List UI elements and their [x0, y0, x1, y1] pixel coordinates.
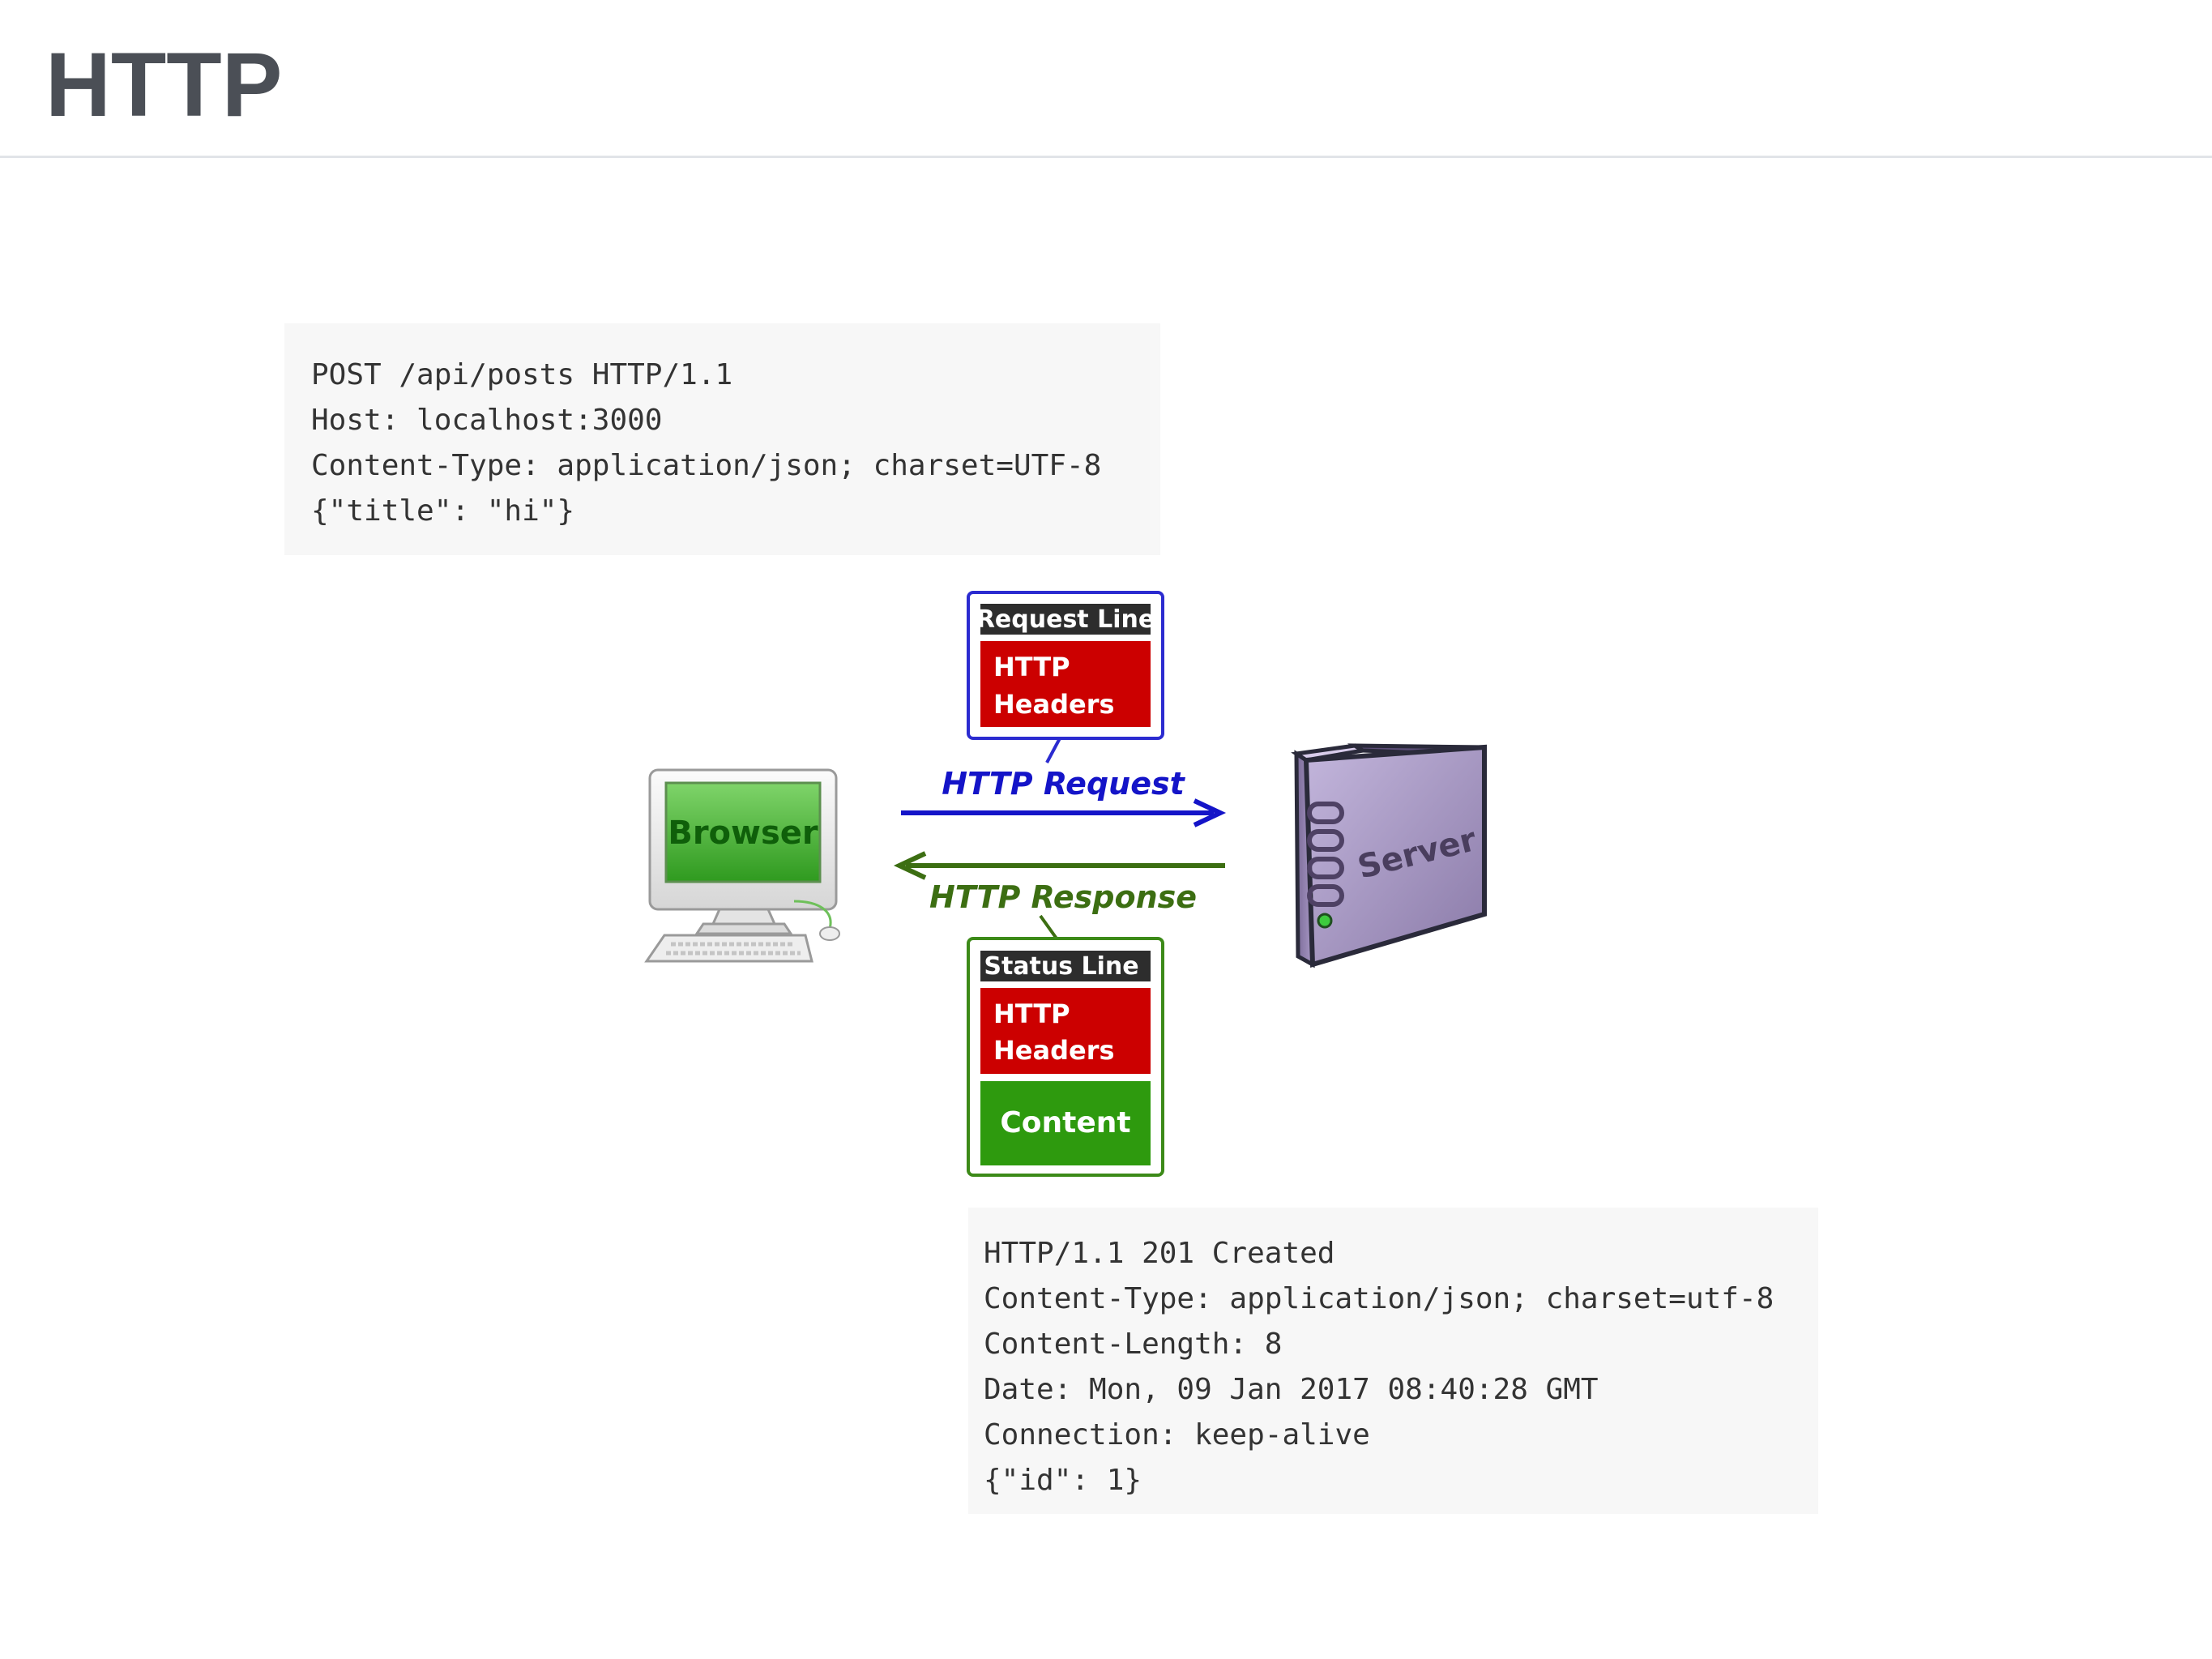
response-content-label: Content [1000, 1106, 1130, 1139]
request-line-label: Request Line [976, 605, 1155, 634]
request-headers-label: Headers [993, 689, 1115, 720]
request-message-box: Request Line HTTP Headers [967, 591, 1164, 740]
server-drive-slots [1307, 802, 1344, 907]
response-arrow [893, 851, 1225, 880]
request-code-line: POST /api/posts HTTP/1.1 [311, 358, 733, 391]
page-title: HTTP [45, 34, 283, 135]
response-message-box: Status Line HTTP Headers Content [967, 937, 1164, 1177]
request-headers-label: HTTP [993, 652, 1070, 682]
request-code-line: {"title": "hi"} [311, 494, 575, 528]
http-diagram: Browser Request Line HTTP Headers HTTP R… [644, 591, 1487, 1177]
server-power-light [1317, 913, 1333, 929]
response-code-line: Content-Length: 8 [984, 1328, 1283, 1361]
browser-computer-icon: Browser [644, 768, 840, 963]
status-line-label: Status Line [984, 952, 1138, 981]
response-code-line: {"id": 1} [984, 1464, 1142, 1497]
request-code-line: Content-Type: application/json; charset=… [311, 449, 1102, 482]
request-callout-line [1045, 738, 1061, 763]
response-code-line: Date: Mon, 09 Jan 2017 08:40:28 GMT [984, 1373, 1599, 1406]
response-code-line: Connection: keep-alive [984, 1418, 1370, 1452]
http-response-label: HTTP Response [929, 879, 1197, 915]
response-code-line: HTTP/1.1 201 Created [984, 1237, 1335, 1270]
title-divider [0, 156, 2212, 158]
response-callout-line [1039, 914, 1058, 940]
server-icon: Server [1291, 743, 1487, 968]
response-headers-label: HTTP [993, 998, 1070, 1029]
request-code-line: Host: localhost:3000 [311, 404, 663, 437]
response-code-line: Content-Type: application/json; charset=… [984, 1282, 1774, 1315]
response-headers-label: Headers [993, 1035, 1115, 1066]
browser-label: Browser [668, 815, 818, 852]
http-request-label: HTTP Request [942, 766, 1185, 802]
request-arrow [901, 798, 1227, 827]
